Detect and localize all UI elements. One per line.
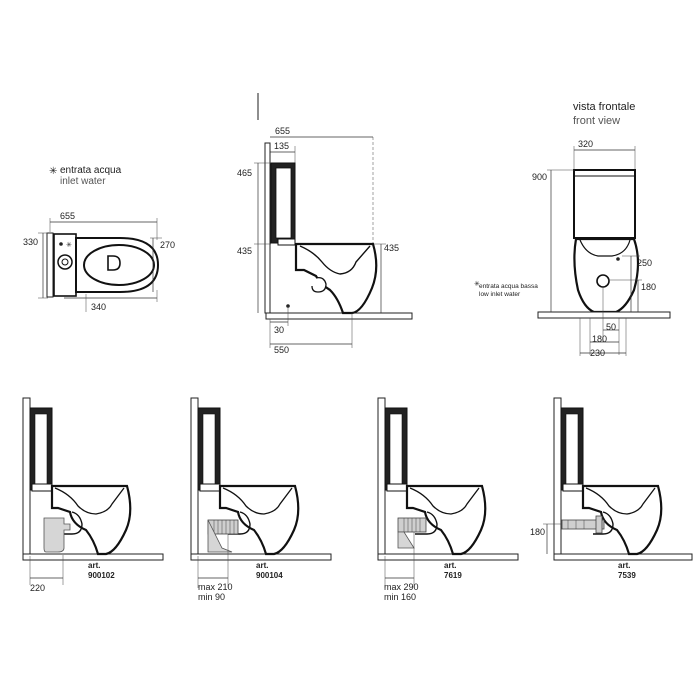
front-width-dim: 320 [578,139,593,149]
side-bowl [294,242,378,315]
front-view-label-it: vista frontale [573,101,635,113]
top-height-dim: 330 [23,237,38,247]
variant-1-art-label: art. [88,561,100,570]
side-tank-top-dim: 135 [274,141,289,151]
front-floor [537,311,671,319]
variant-4-pipe [561,519,605,530]
variant-2-dim-min: min 90 [198,592,225,602]
variant-4-dim: 180 [530,527,545,537]
variant-900102: 220 art. 900102 [22,397,164,593]
variant-7539: 180 art. 7539 [530,397,693,580]
front-height-dim: 900 [532,172,547,182]
variant-1-dim: 220 [30,583,45,593]
front-outlet-height-dim: 180 [641,282,656,292]
inlet-water-label-en: inlet water [60,176,106,187]
front-inlet-height-dim: 250 [637,258,652,268]
variant-1-art-code: 900102 [88,571,115,580]
variant-2-art-label: art. [256,561,268,570]
side-seat-height-dim: 435 [237,246,252,256]
side-tank-height-dim: 465 [237,168,252,178]
top-depth-dim: 340 [91,302,106,312]
top-width-dim: 655 [60,211,75,221]
variant-2-art-code: 900104 [256,571,283,580]
side-floor [265,312,413,320]
front-dim-b: 180 [592,334,607,344]
inlet-dot-icon [59,242,63,246]
variant-900104: max 210 min 90 art. 900104 [190,397,332,602]
front-view: vista frontale front view 320 900 250 18… [474,101,671,358]
side-wall [264,142,271,314]
side-inlet-dim: 30 [274,325,284,335]
top-view: ✳ entrata acqua inlet water 655 ✳ 330 27… [23,165,175,312]
front-view-label-en: front view [573,115,620,127]
variant-4-art-label: art. [618,561,630,570]
low-inlet-symbol-icon: ✳ [474,280,480,288]
variant-3-dim-max: max 290 [384,582,419,592]
front-dim-c: 230 [590,348,605,358]
variant-1-trap [43,517,71,553]
variant-4-art-code: 7539 [618,571,636,580]
svg-text:✳: ✳ [66,241,72,249]
front-inlet-dot-icon [616,257,620,261]
variant-3-art-code: 7619 [444,571,462,580]
side-view: 655 135 465 435 435 30 55 [237,93,413,355]
variant-2-dim-max: max 210 [198,582,233,592]
side-width-dim: 655 [275,126,290,136]
front-dim-a: 50 [606,322,616,332]
low-inlet-label-en: low inlet water [479,291,521,298]
inlet-symbol-icon: ✳ [49,166,57,177]
inlet-water-label-it: entrata acqua [60,165,122,176]
variant-3-dim-min: min 160 [384,592,416,602]
front-tank [573,169,636,239]
side-depth-dim: 550 [274,345,289,355]
variant-7619: max 290 min 160 art. 7619 [377,397,519,602]
top-drain-icon [107,255,121,271]
front-outlet-icon [596,274,610,288]
variant-3-art-label: art. [444,561,456,570]
top-wall [46,232,54,298]
top-seat-dim: 270 [160,240,175,250]
low-inlet-label-it: entrata acqua bassa [479,283,538,290]
side-seat-height-right-dim: 435 [384,243,399,253]
